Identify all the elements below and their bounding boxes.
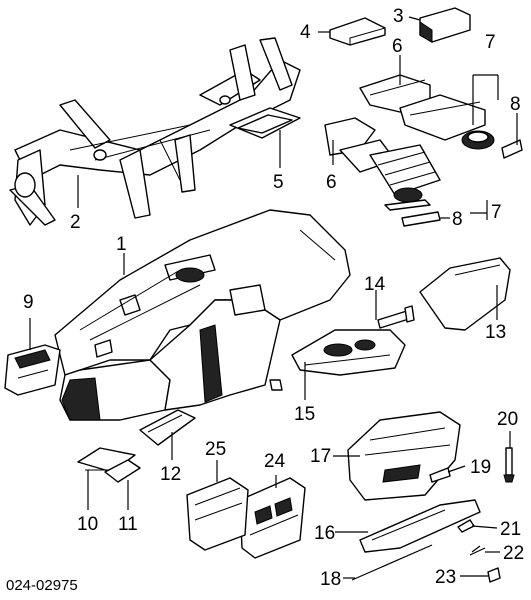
clip-part-21 xyxy=(457,519,475,533)
pin-part-20 xyxy=(503,447,515,483)
latch-part-19 xyxy=(429,467,451,483)
rod-part-18 xyxy=(351,544,433,581)
callout-13: 13 xyxy=(485,322,506,343)
leader-lines xyxy=(29,16,518,579)
side-cover-part-13 xyxy=(419,257,511,331)
spring-part-22 xyxy=(469,545,486,556)
callout-14: 14 xyxy=(364,274,386,295)
trim-part-8-lower xyxy=(401,211,441,227)
callout-17: 17 xyxy=(310,446,331,467)
callout-18: 18 xyxy=(320,569,341,590)
glovebox-part-17 xyxy=(347,411,461,501)
callout-2: 2 xyxy=(70,212,81,233)
plate-part-11 xyxy=(104,459,141,483)
support-frame-part xyxy=(9,37,301,226)
console-tray-part-15 xyxy=(291,329,406,376)
callout-6-upper: 6 xyxy=(392,36,403,57)
callout-6-lower: 6 xyxy=(326,172,337,193)
box-part-3 xyxy=(419,7,471,43)
instrument-panel-part xyxy=(54,209,351,421)
callout-8-lower: 8 xyxy=(452,209,463,230)
callout-22: 22 xyxy=(503,543,524,564)
cover-plate-part-10 xyxy=(77,447,136,473)
callout-11: 11 xyxy=(118,514,138,535)
callout-9: 9 xyxy=(23,292,34,313)
callout-19: 19 xyxy=(470,457,491,478)
duct-part-6-upper xyxy=(359,74,495,150)
callout-3: 3 xyxy=(393,6,404,27)
callout-15: 15 xyxy=(294,404,315,425)
bracket-part-14 xyxy=(377,305,415,329)
duct-part-6-lower xyxy=(324,117,441,211)
callout-8-upper: 8 xyxy=(510,94,521,115)
callout-12: 12 xyxy=(160,464,181,485)
callout-21: 21 xyxy=(500,519,521,540)
callout-5: 5 xyxy=(273,172,284,193)
callout-1: 1 xyxy=(116,234,127,255)
callout-20: 20 xyxy=(497,409,518,430)
switch-panel-part-24 xyxy=(239,477,306,559)
glovebox-lid-part-16 xyxy=(359,499,481,553)
callout-16: 16 xyxy=(314,523,335,544)
cover-part-4 xyxy=(329,17,386,46)
clip-part-8-upper xyxy=(501,139,523,159)
tray-part-5 xyxy=(229,107,301,139)
callout-labels: 1 2 3 4 5 6 6 7 7 8 8 9 10 11 12 13 14 1… xyxy=(23,6,524,590)
frame-box-part-25 xyxy=(186,477,249,551)
callout-24: 24 xyxy=(264,451,286,472)
diagram-code: 024-02975 xyxy=(6,577,78,594)
panel-part-12 xyxy=(139,409,196,446)
callout-7-lower: 7 xyxy=(491,202,502,223)
cylinder-part-23 xyxy=(487,567,501,583)
callout-10: 10 xyxy=(77,514,98,535)
callout-25: 25 xyxy=(205,439,226,460)
storage-box-part-9 xyxy=(4,344,61,396)
callout-23: 23 xyxy=(435,567,456,588)
callout-4: 4 xyxy=(300,22,311,43)
callout-7-upper: 7 xyxy=(485,32,496,53)
